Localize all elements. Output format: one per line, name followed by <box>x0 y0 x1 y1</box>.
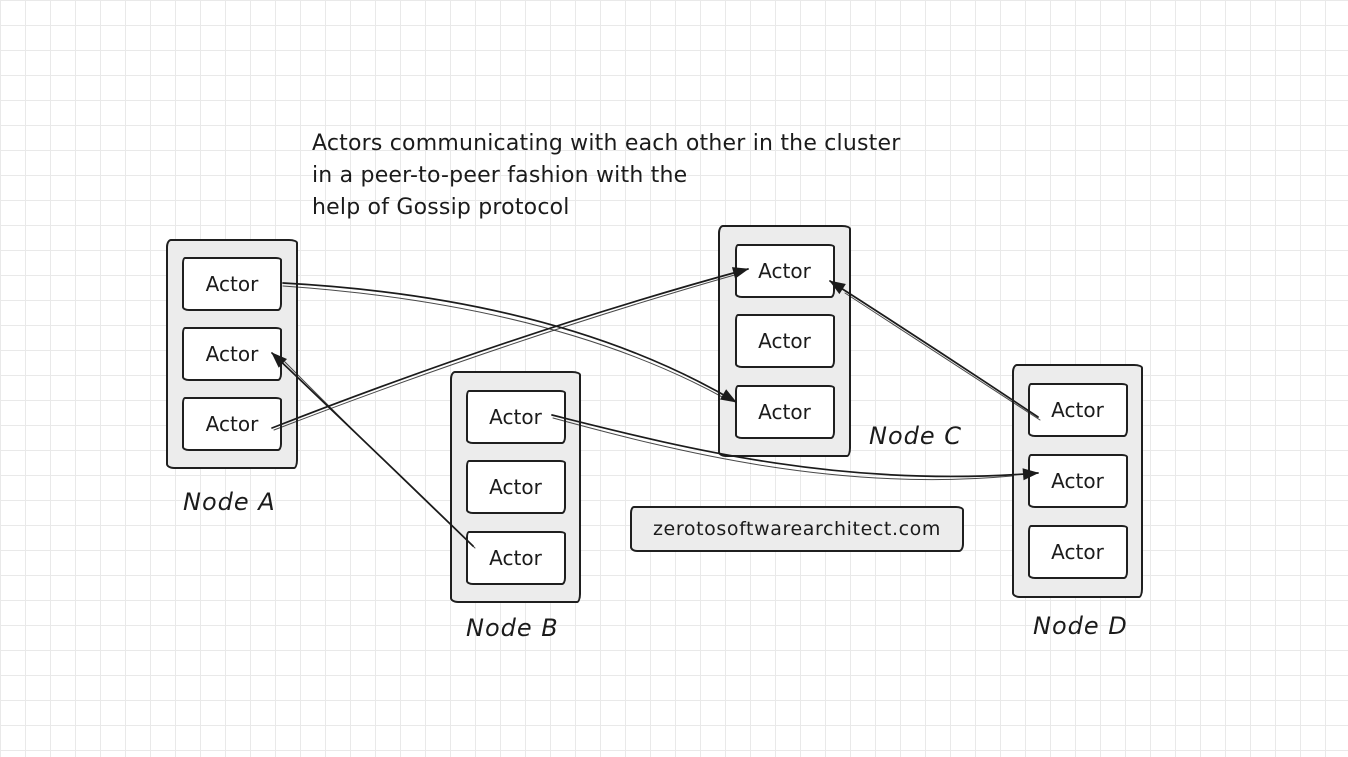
node-b-actor-1[interactable]: Actor <box>465 389 566 444</box>
node-b-label[interactable]: Node B <box>466 614 559 642</box>
arrow-nodeB3-to-nodeA2[interactable] <box>271 352 474 547</box>
node-d-actor-2[interactable]: Actor <box>1027 454 1128 508</box>
actor-label: Actor <box>205 272 259 296</box>
node-d-label[interactable]: Node D <box>1033 612 1128 640</box>
arrow-sketch-stroke <box>844 292 1041 421</box>
node-b-actor-3[interactable]: Actor <box>465 530 566 585</box>
actor-label: Actor <box>205 412 259 436</box>
actor-label: Actor <box>758 258 811 283</box>
node-c-label[interactable]: Node C <box>869 422 963 450</box>
arrow-nodeD1-to-nodeC1[interactable] <box>829 280 1039 418</box>
actor-label: Actor <box>205 342 259 366</box>
node-c-container[interactable]: Actor Actor Actor <box>718 225 851 457</box>
node-a-actor-3[interactable]: Actor <box>182 397 282 451</box>
node-a-actor-1[interactable]: Actor <box>182 257 282 311</box>
actor-label: Actor <box>489 475 542 499</box>
node-d-actor-3[interactable]: Actor <box>1027 525 1128 579</box>
arrow-sketch-stroke <box>284 361 476 549</box>
actor-label: Actor <box>1051 469 1104 493</box>
actor-label: Actor <box>489 545 542 570</box>
node-a-container[interactable]: Actor Actor Actor <box>166 239 298 469</box>
actor-label: Actor <box>758 329 811 353</box>
node-b-actor-2[interactable]: Actor <box>465 460 566 514</box>
actor-label: Actor <box>1051 540 1104 564</box>
actor-label: Actor <box>758 399 811 424</box>
actor-label: Actor <box>489 404 542 429</box>
node-c-actor-2[interactable]: Actor <box>734 314 835 368</box>
node-d-actor-1[interactable]: Actor <box>1027 383 1128 437</box>
title-line-1: Actors communicating with each other in … <box>312 131 901 156</box>
node-a-label[interactable]: Node A <box>183 488 276 516</box>
node-a-actor-2[interactable]: Actor <box>182 327 282 381</box>
node-d-container[interactable]: Actor Actor Actor <box>1012 364 1143 598</box>
node-c-actor-1[interactable]: Actor <box>734 243 835 298</box>
node-b-container[interactable]: Actor Actor Actor <box>450 371 581 603</box>
watermark-box[interactable]: zerotosoftwarearchitect.com <box>630 506 964 552</box>
node-c-actor-3[interactable]: Actor <box>734 384 835 439</box>
title-line-2: in a peer-to-peer fashion with the <box>312 163 688 188</box>
actor-label: Actor <box>1051 398 1104 422</box>
title-line-3: help of Gossip protocol <box>312 195 570 220</box>
watermark-text: zerotosoftwarearchitect.com <box>652 518 941 540</box>
diagram-title[interactable]: Actors communicating with each other in … <box>312 128 900 224</box>
